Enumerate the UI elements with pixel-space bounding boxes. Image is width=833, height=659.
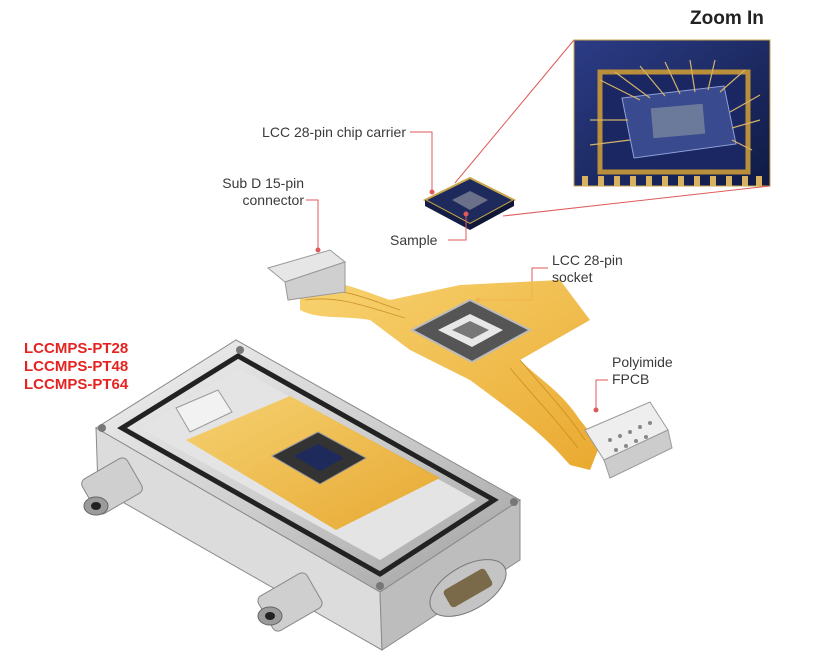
model-name: LCCMPS-PT48 <box>24 358 129 375</box>
zoom-in-inset <box>573 39 771 187</box>
subd-connector-label-line1: Sub D 15-pin <box>222 175 304 191</box>
fpcb-label-line2: FPCB <box>612 371 650 387</box>
metal-housing <box>81 339 521 651</box>
chip-carrier-label: LCC 28-pin chip carrier <box>262 124 406 140</box>
model-list: LCCMPS-PT28 LCCMPS-PT48 LCCMPS-PT64 <box>24 340 128 394</box>
zoom-in-title: Zoom In <box>690 8 764 29</box>
lcc-socket-label-line1: LCC 28-pin <box>552 252 623 268</box>
model-name: LCCMPS-PT64 <box>24 376 129 393</box>
lcc-socket-label: LCC 28-pin socket <box>552 252 623 286</box>
housing-subd-connector <box>429 559 507 617</box>
lcc-chip-carrier <box>422 176 517 230</box>
gas-fitting-left <box>81 457 143 516</box>
gas-fitting-front <box>257 572 323 632</box>
lcc-socket-label-line2: socket <box>552 269 593 285</box>
fpcb-label: Polyimide FPCB <box>612 354 673 388</box>
subd-connector-label: Sub D 15-pin connector <box>176 175 304 209</box>
fpcb-label-line1: Polyimide <box>612 354 673 370</box>
subd-connector-label-line2: connector <box>242 192 304 208</box>
polyimide-fpcb-assembly <box>266 249 673 479</box>
model-name: LCCMPS-PT28 <box>24 340 129 357</box>
zoom-connector-lines <box>454 39 771 217</box>
sample-label: Sample <box>390 232 438 248</box>
